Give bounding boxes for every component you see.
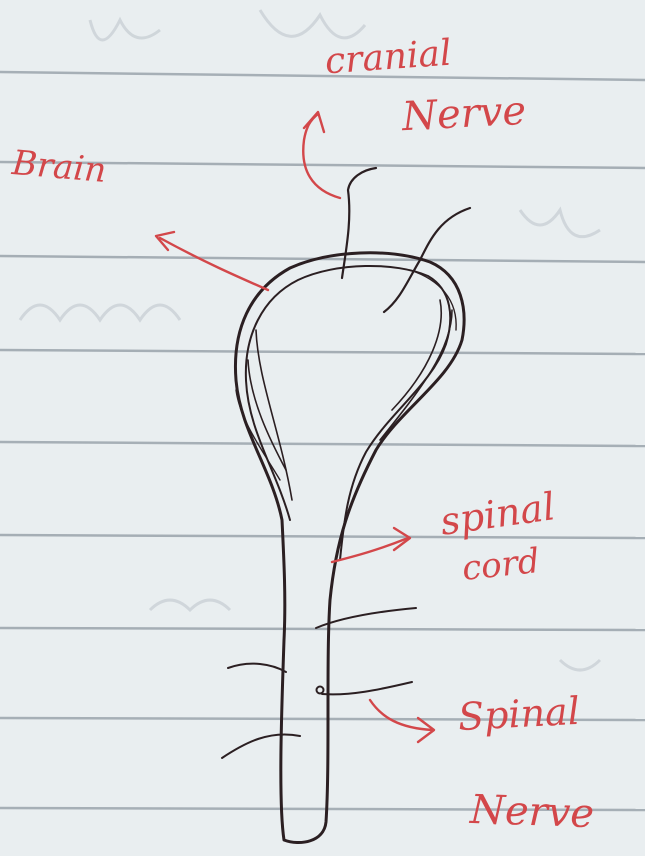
cranial-nerve-left bbox=[342, 168, 376, 278]
spinal-cord-arrow bbox=[332, 538, 408, 562]
brain-outline-outer bbox=[235, 253, 464, 843]
spinal-nerves bbox=[222, 608, 416, 758]
brain-label: Brain bbox=[11, 146, 108, 188]
spinal-nerve-right-1 bbox=[316, 608, 416, 628]
cranial-nerve-label-line2: Nerve bbox=[401, 91, 527, 137]
brain-arrow bbox=[160, 238, 268, 290]
spinal-nerve-left-2 bbox=[222, 734, 300, 758]
spinal-nerve-arrow bbox=[370, 700, 432, 730]
spinal-nerve-label-line2: Nerve bbox=[469, 790, 594, 834]
cranial-nerve-label-line1: cranial bbox=[324, 36, 453, 81]
spinal-nerve-label-line1: Spinal bbox=[457, 692, 581, 736]
spinal-nerve-right-2 bbox=[322, 682, 412, 694]
brain-spinal-cord-drawing bbox=[235, 253, 464, 843]
spinal-cord-label-line2: cord bbox=[460, 544, 541, 586]
cranial-nerves bbox=[342, 168, 470, 312]
spinal-nerve-left-1 bbox=[228, 664, 286, 672]
